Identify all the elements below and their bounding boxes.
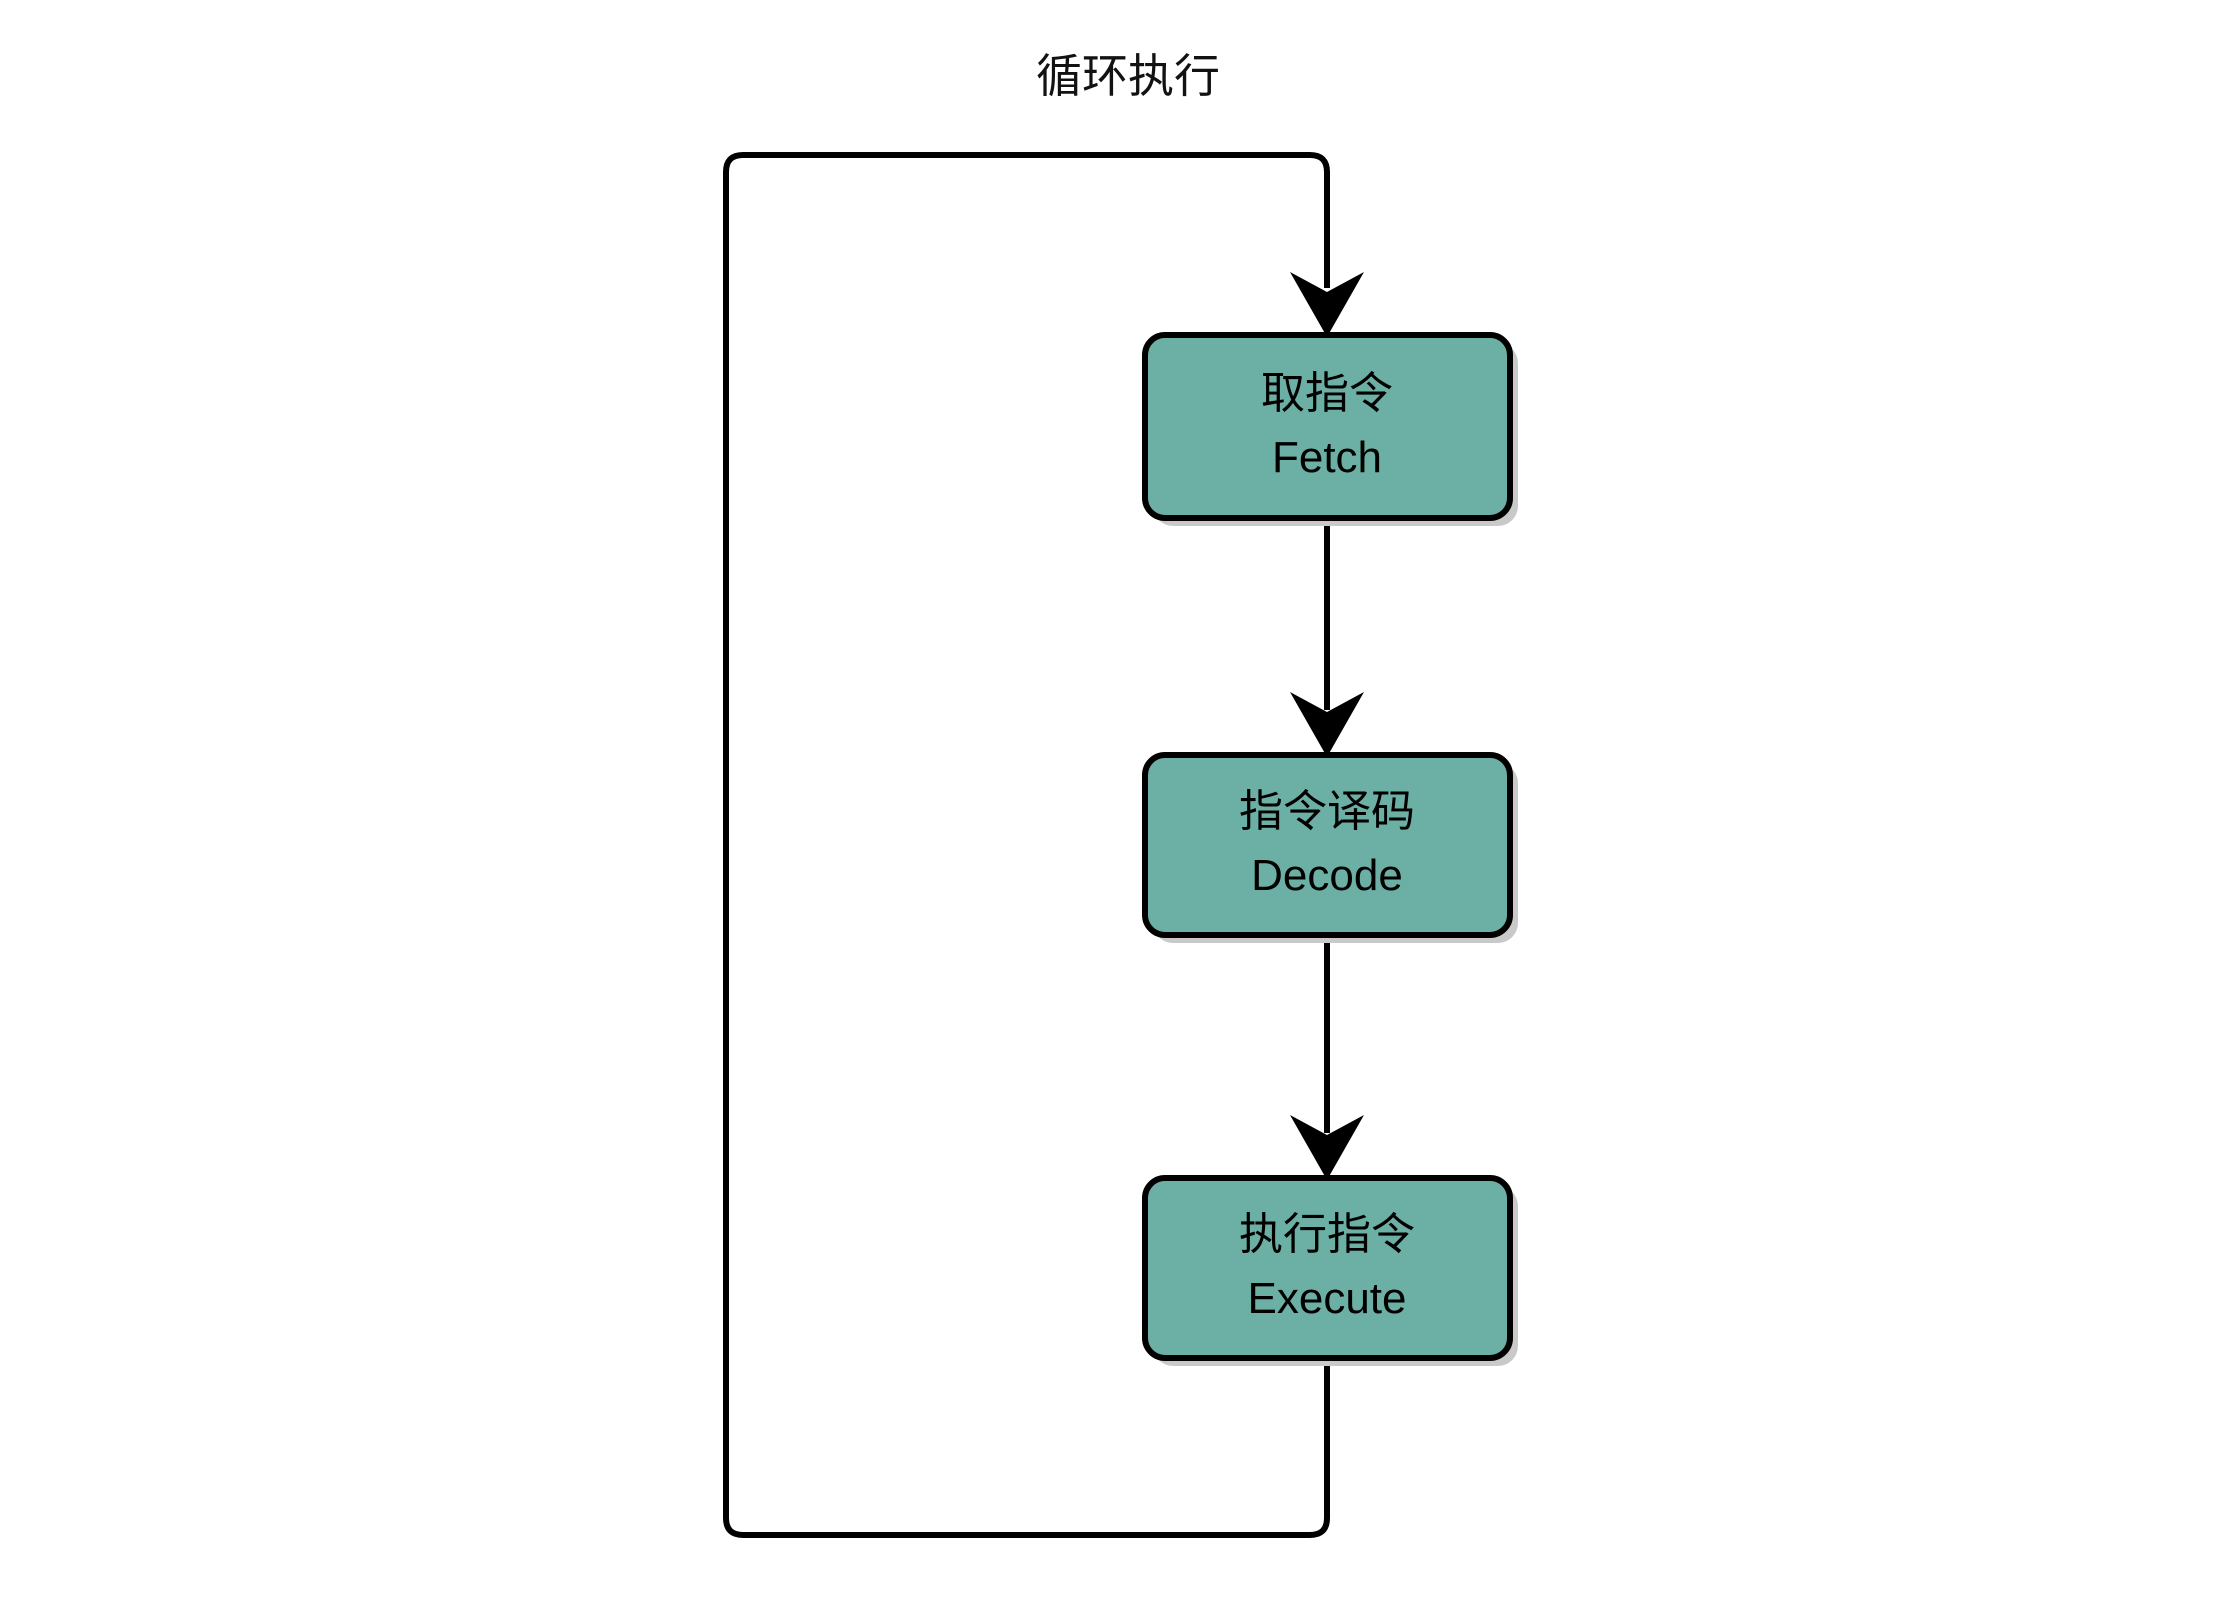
node-execute-label-en: Execute (1248, 1274, 1407, 1323)
node-fetch-label-en: Fetch (1272, 433, 1382, 482)
node-fetch-label-cn: 取指令 (1261, 369, 1393, 418)
node-execute-box[interactable] (1142, 1175, 1513, 1361)
edge-decode-to-execute (1290, 935, 1364, 1180)
loop-back-path (723, 152, 1330, 1538)
loop-back-arrowhead-icon (1290, 272, 1364, 337)
edge-execute-to-fetch (723, 152, 1364, 1538)
node-execute[interactable]: 执行指令 Execute (1142, 1175, 1518, 1366)
node-decode[interactable]: 指令译码 Decode (1142, 752, 1518, 943)
node-decode-box[interactable] (1142, 752, 1513, 938)
decode-to-execute-arrowhead-icon (1290, 1115, 1364, 1180)
fetch-to-decode-arrowhead-icon (1290, 692, 1364, 757)
node-fetch-box[interactable] (1142, 332, 1513, 521)
node-decode-label-en: Decode (1251, 851, 1403, 900)
node-decode-label-cn: 指令译码 (1239, 787, 1415, 836)
edge-fetch-to-decode (1290, 518, 1364, 757)
node-execute-label-cn: 执行指令 (1239, 1210, 1415, 1259)
loop-label: 循环执行 (1036, 50, 1220, 102)
node-fetch[interactable]: 取指令 Fetch (1142, 332, 1518, 526)
